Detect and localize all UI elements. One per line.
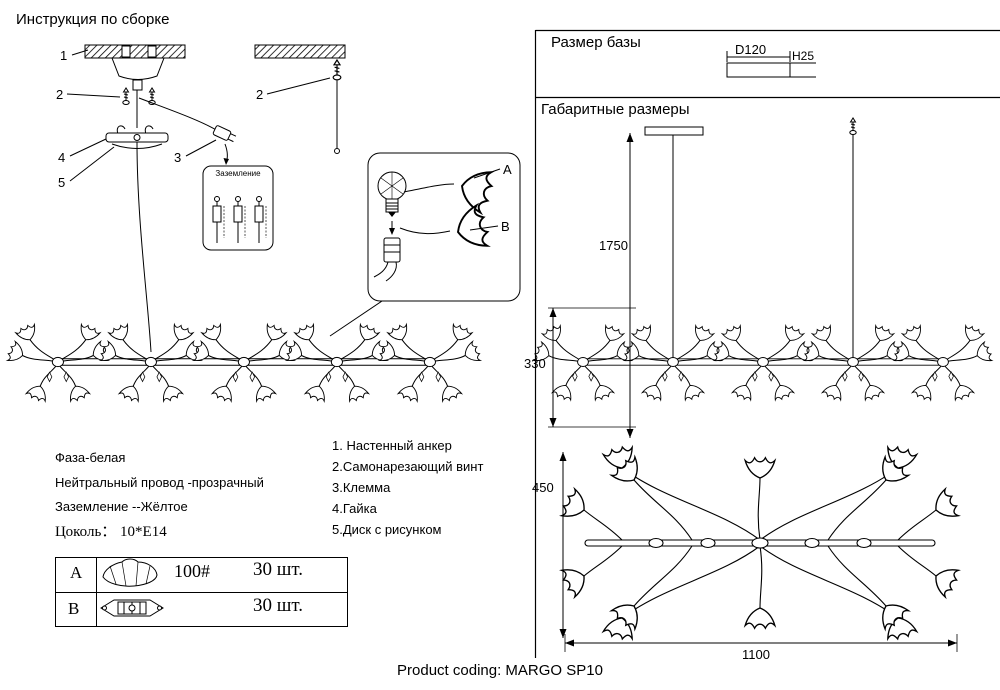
dim-base-diameter: D120 bbox=[735, 42, 767, 57]
parts-list-item-5: 5.Диск с рисунком bbox=[332, 522, 442, 537]
dim-drop-height: 1750 bbox=[599, 238, 628, 253]
callout-3: 3 bbox=[174, 150, 182, 165]
base-size-drawing bbox=[726, 51, 816, 78]
parts-list-item-3: 3.Клемма bbox=[332, 480, 391, 495]
callout-1: 1 bbox=[60, 48, 68, 63]
parts-quantity-table bbox=[55, 557, 348, 627]
parts-list-item-1: 1. Настенный анкер bbox=[332, 438, 452, 453]
page-title: Инструкция по сборке bbox=[16, 11, 170, 28]
note-ground: Заземление --Жёлтое bbox=[55, 499, 188, 514]
chandelier-side-view-left bbox=[6, 323, 482, 403]
dimension-lines bbox=[548, 133, 958, 652]
ground-label: Заземление bbox=[215, 169, 261, 178]
chandelier-top-view bbox=[559, 445, 960, 641]
bulb-detail-drawing bbox=[329, 152, 521, 337]
detail-label-a: A bbox=[503, 162, 512, 177]
table-row-divider bbox=[56, 592, 347, 593]
table-row-b-label: B bbox=[68, 599, 80, 618]
table-row-b-qty: 30 шт. bbox=[253, 595, 304, 616]
callout-2b: 2 bbox=[256, 87, 264, 102]
detail-label-b: B bbox=[501, 219, 510, 234]
table-item-icons bbox=[100, 558, 164, 617]
ground-terminal-drawing bbox=[202, 143, 274, 251]
dim-depth: 450 bbox=[532, 480, 554, 495]
parts-list-item-4: 4.Гайка bbox=[332, 501, 377, 516]
ceiling-mount-diagram-2 bbox=[254, 44, 346, 154]
section-dividers bbox=[534, 29, 1000, 658]
dim-body-height: 330 bbox=[524, 356, 546, 371]
table-row-a-qty: 30 шт. bbox=[253, 559, 304, 580]
callout-4: 4 bbox=[58, 150, 66, 165]
dim-length: 1100 bbox=[740, 647, 772, 662]
overall-size-title: Габаритные размеры bbox=[541, 101, 690, 118]
ceiling-mount-diagram-1 bbox=[66, 44, 237, 353]
table-column-divider bbox=[96, 558, 97, 626]
note-neutral: Нейтральный провод -прозрачный bbox=[55, 475, 264, 490]
base-size-title: Размер базы bbox=[551, 34, 641, 51]
dim-base-height: H25 bbox=[792, 49, 815, 63]
callout-2: 2 bbox=[56, 87, 64, 102]
parts-list-item-2: 2.Самонарезающий винт bbox=[332, 459, 484, 474]
table-row-a-label: A bbox=[70, 563, 83, 582]
note-socket: Цоколь： 10*E14 bbox=[55, 524, 167, 540]
table-row-a-spec: 100# bbox=[174, 561, 210, 581]
note-phase: Фаза-белая bbox=[55, 450, 126, 465]
chandelier-side-view-right bbox=[533, 117, 994, 402]
product-coding-footer: Product coding: MARGO SP10 bbox=[397, 662, 603, 679]
callout-5: 5 bbox=[58, 175, 66, 190]
